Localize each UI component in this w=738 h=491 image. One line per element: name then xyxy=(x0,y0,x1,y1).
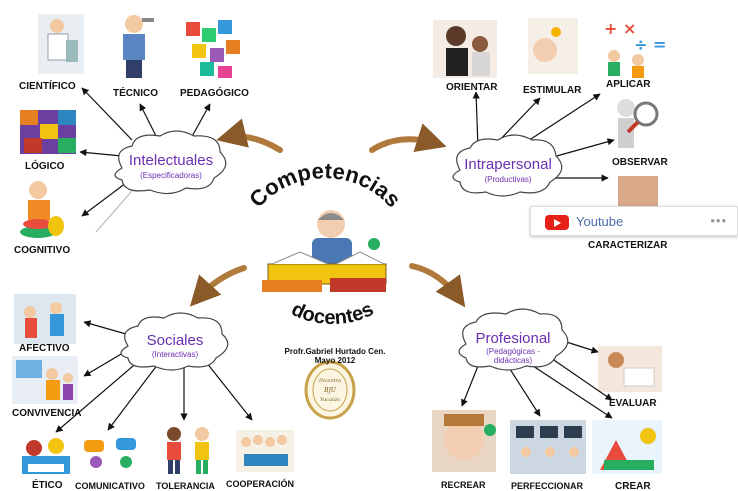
title-bottom-text: docentes xyxy=(288,298,377,329)
group-title-intelectuales: Intelectuales xyxy=(128,152,214,169)
label-crear: CREAR xyxy=(615,481,651,491)
svg-text:BJU: BJU xyxy=(323,387,337,394)
title-top: Competencias xyxy=(244,158,406,212)
child-drawing-image xyxy=(592,420,662,474)
baby-rings-image xyxy=(20,181,64,238)
title-top-text: Competencias xyxy=(244,158,406,212)
speech-bubbles-image xyxy=(84,438,136,468)
label-evaluar: EVALUAR xyxy=(609,398,657,409)
group-subtitle-intrapersonal: (Productivas) xyxy=(484,175,532,184)
label-pedagogico: PEDAGÓGICO xyxy=(180,88,249,99)
youtube-logo-icon[interactable] xyxy=(545,215,569,230)
technician-image xyxy=(123,15,154,78)
convivencia-class-image xyxy=(12,356,78,404)
label-cognitivo: COGNITIVO xyxy=(14,245,71,256)
holding-hands-image xyxy=(167,427,209,474)
puzzle-image xyxy=(20,110,76,154)
label-orientar: ORIENTAR xyxy=(446,82,498,93)
group-title-profesional: Profesional xyxy=(475,330,551,347)
group-subtitle-sociales: (Interactivas) xyxy=(151,350,199,359)
title-bottom: docentes xyxy=(288,298,377,329)
label-cooperacion: COOPERACIÓN xyxy=(226,479,295,489)
alphabet-blocks-image xyxy=(186,20,240,78)
teacher-reading-image xyxy=(262,210,387,292)
affective-class-image xyxy=(14,294,76,344)
svg-text:Yucatán: Yucatán xyxy=(320,396,340,403)
label-aplicar: APLICAR xyxy=(606,79,651,90)
svg-text:Dícentra: Dícentra xyxy=(318,377,341,384)
cloud-intrapersonal xyxy=(452,134,563,197)
magnifier-figure-image xyxy=(617,99,659,148)
label-caracterizar: CARACTERIZAR xyxy=(588,240,668,251)
label-estimular: ESTIMULAR xyxy=(523,85,582,96)
group-subtitle-intelectuales: (Especificadoras) xyxy=(140,171,202,180)
group-title-intrapersonal: Intrapersonal xyxy=(464,156,552,173)
mother-child-image xyxy=(433,20,497,78)
youtube-bar[interactable]: Youtube ••• xyxy=(530,206,738,236)
more-options-icon[interactable]: ••• xyxy=(710,213,727,228)
svg-text:÷ =: ÷ = xyxy=(634,35,666,54)
cloud-sociales xyxy=(120,312,229,371)
label-convivencia: CONVIVENCIA xyxy=(12,408,82,419)
label-logico: LÓGICO xyxy=(25,161,65,172)
label-recrear: RECREAR xyxy=(441,480,486,490)
label-afectivo: AFECTIVO xyxy=(19,343,70,354)
computer-class-image xyxy=(510,420,586,474)
label-cientifico: CIENTÍFICO xyxy=(19,81,76,92)
author-credit: Profr.Gabriel Hurtado Cen. xyxy=(284,347,386,356)
cloud-intelectuales xyxy=(114,130,227,195)
label-comunicativo: COMUNICATIVO xyxy=(75,481,145,491)
group-subtitle-profesional-1: (Pedagógicas - xyxy=(486,347,540,356)
cloud-profesional xyxy=(458,308,569,371)
scientist-image xyxy=(38,14,84,74)
label-tecnico: TÉCNICO xyxy=(113,88,158,99)
label-perfeccionar: PERFECCIONAR xyxy=(511,481,584,491)
caracterizar-image xyxy=(618,176,658,206)
reading-kids-image xyxy=(22,438,70,474)
smiling-girl-image xyxy=(432,410,496,472)
teacher-seal-image: Dícentra BJU Yucatán xyxy=(304,360,356,420)
group-subtitle-profesional-2: didácticas) xyxy=(493,356,533,365)
writing-child-image xyxy=(598,346,662,392)
label-tolerancia: TOLERANCIA xyxy=(156,481,215,491)
youtube-label[interactable]: Youtube xyxy=(576,214,624,229)
curved-arrows xyxy=(189,118,466,308)
cooperation-kids-image xyxy=(236,430,294,472)
thumbnail-images: + ×÷ = xyxy=(12,14,666,474)
math-kids-image: + ×÷ = xyxy=(604,19,666,78)
baby-image xyxy=(528,18,578,74)
date-credit: Mayo 2012 xyxy=(314,356,356,365)
group-title-sociales: Sociales xyxy=(146,332,204,349)
svg-text:+ ×: + × xyxy=(604,19,636,38)
label-observar: OBSERVAR xyxy=(612,157,668,168)
label-etico: ÉTICO xyxy=(32,480,63,491)
